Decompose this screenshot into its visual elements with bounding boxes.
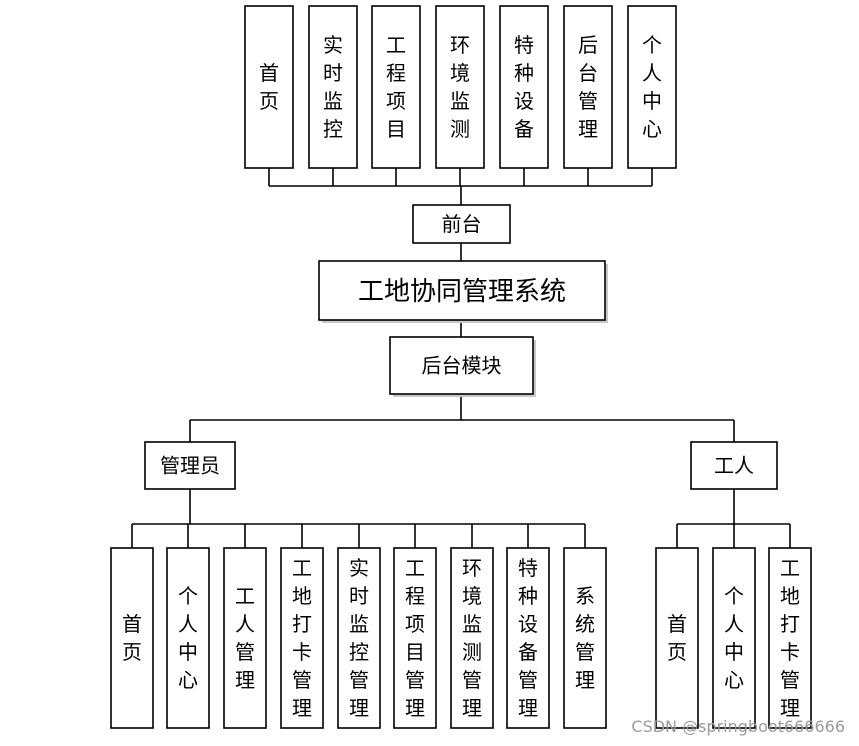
frontend-module-4: 环境监测 <box>435 5 485 169</box>
admin-module-1-label: 首页 <box>122 612 142 664</box>
frontend-module-6: 后台管理 <box>563 5 613 169</box>
admin-module-5-label: 实时监控管理 <box>349 556 369 720</box>
worker-module-2: 个人中心 <box>712 547 756 729</box>
worker-module-2-frame <box>712 547 756 729</box>
admin-module-6: 工程项目管理 <box>393 547 437 729</box>
frontend-module-6-frame <box>563 5 613 169</box>
backend-node: 后台模块 <box>389 336 536 397</box>
backend-node-frame <box>389 336 534 395</box>
admin-module-5-frame <box>337 547 381 729</box>
admin-module-5: 实时监控管理 <box>337 547 381 729</box>
admin-module-4-frame <box>280 547 324 729</box>
admin-role-node-frame <box>144 441 236 490</box>
admin-module-2-label: 个人中心 <box>178 584 198 692</box>
connector-lines <box>131 168 791 548</box>
frontend-module-1-label: 首页 <box>259 61 279 113</box>
worker-module-3: 工地打卡管理 <box>768 547 812 729</box>
frontend-module-2-label: 实时监控 <box>323 33 343 141</box>
frontend-module-3-frame <box>371 5 421 169</box>
frontend-module-7-label: 个人中心 <box>642 33 662 141</box>
worker-role-node-frame <box>690 441 778 490</box>
admin-module-8-frame <box>506 547 550 729</box>
admin-module-9-label: 系统管理 <box>575 584 595 692</box>
worker-module-1: 首页 <box>655 547 699 729</box>
admin-module-1-frame <box>110 547 154 729</box>
frontend-module-5-label: 特种设备 <box>514 33 534 141</box>
admin-module-6-label: 工程项目管理 <box>405 556 425 720</box>
admin-module-7-frame <box>450 547 494 729</box>
frontend-module-5: 特种设备 <box>499 5 549 169</box>
frontend-module-4-label: 环境监测 <box>450 33 470 141</box>
admin-module-3-frame <box>223 547 267 729</box>
admin-module-6-frame <box>393 547 437 729</box>
frontend-module-2: 实时监控 <box>308 5 358 169</box>
frontend-module-1-frame <box>244 5 294 169</box>
worker-module-2-label: 个人中心 <box>724 584 744 692</box>
worker-role-node: 工人 <box>690 441 778 490</box>
frontend-module-3-label: 工程项目 <box>386 33 406 141</box>
worker-role-node-label: 工人 <box>714 454 754 478</box>
admin-module-7: 环境监测管理 <box>450 547 494 729</box>
backend-node-label: 后台模块 <box>422 354 502 378</box>
worker-module-1-frame <box>655 547 699 729</box>
admin-module-9-frame <box>563 547 607 729</box>
admin-module-7-label: 环境监测管理 <box>462 556 482 720</box>
admin-module-8-label: 特种设备管理 <box>518 556 538 720</box>
diagram-nodes: 首页实时监控工程项目环境监测特种设备后台管理个人中心前台工地协同管理系统后台模块… <box>110 5 812 729</box>
frontend-node-label: 前台 <box>442 212 482 236</box>
admin-module-4: 工地打卡管理 <box>280 547 324 729</box>
frontend-module-5-frame <box>499 5 549 169</box>
admin-module-9: 系统管理 <box>563 547 607 729</box>
watermark: CSDN @springboot666666 <box>631 717 845 736</box>
system-title-node-label: 工地协同管理系统 <box>358 277 566 307</box>
admin-module-2: 个人中心 <box>166 547 210 729</box>
frontend-node-frame <box>412 204 511 244</box>
frontend-module-7: 个人中心 <box>627 5 677 169</box>
admin-module-2-frame <box>166 547 210 729</box>
worker-module-1-label: 首页 <box>667 612 687 664</box>
system-title-node: 工地协同管理系统 <box>318 260 608 323</box>
frontend-node: 前台 <box>412 204 511 244</box>
admin-module-4-label: 工地打卡管理 <box>292 556 312 720</box>
admin-module-3-label: 工人管理 <box>235 584 255 692</box>
admin-module-3: 工人管理 <box>223 547 267 729</box>
frontend-module-4-frame <box>435 5 485 169</box>
frontend-module-1: 首页 <box>244 5 294 169</box>
admin-role-node-label: 管理员 <box>160 454 220 478</box>
worker-module-3-label: 工地打卡管理 <box>780 556 800 720</box>
frontend-module-6-label: 后台管理 <box>578 33 598 141</box>
system-title-node-frame <box>318 260 606 321</box>
worker-module-3-frame <box>768 547 812 729</box>
frontend-module-7-frame <box>627 5 677 169</box>
admin-module-8: 特种设备管理 <box>506 547 550 729</box>
admin-module-1: 首页 <box>110 547 154 729</box>
frontend-module-3: 工程项目 <box>371 5 421 169</box>
frontend-module-2-frame <box>308 5 358 169</box>
admin-role-node: 管理员 <box>144 441 236 490</box>
